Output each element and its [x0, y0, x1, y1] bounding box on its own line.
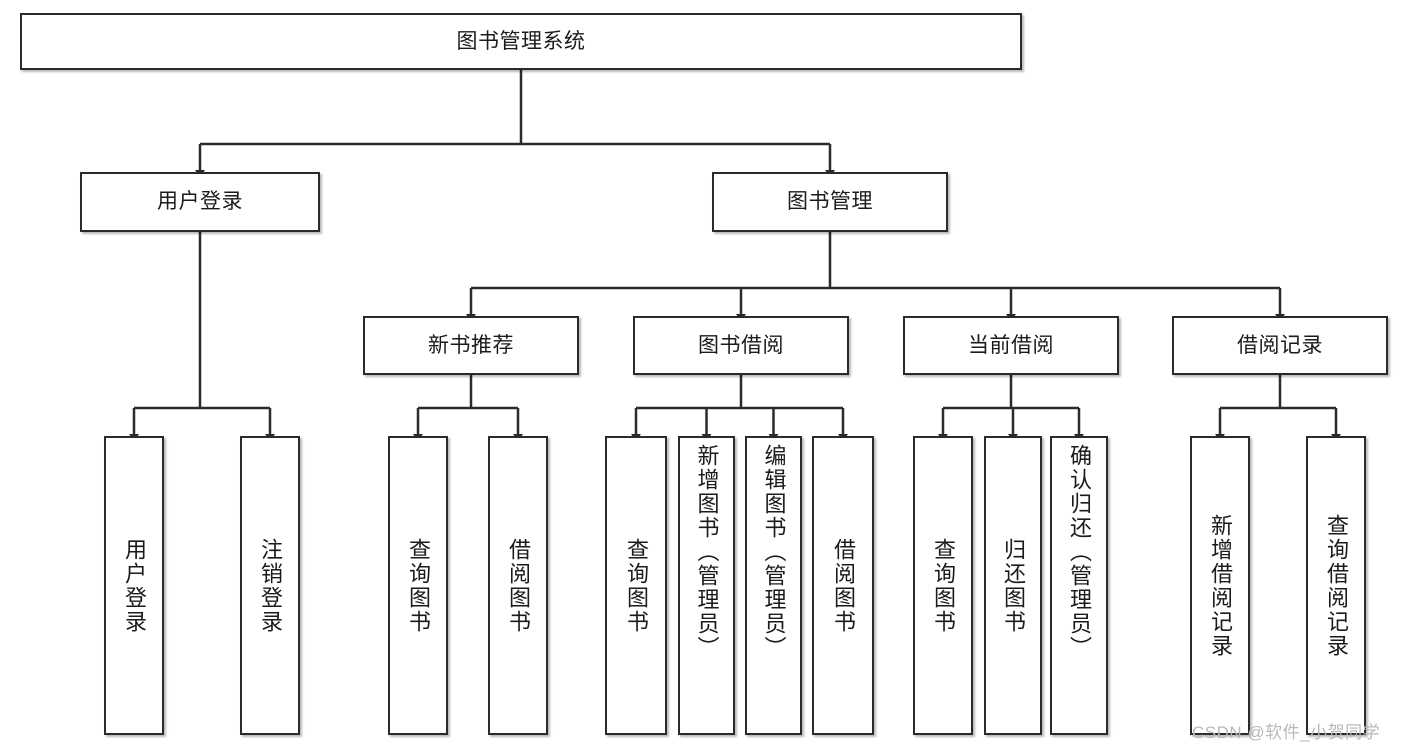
- node-root: 图书管理系统: [20, 13, 1022, 70]
- node-label: 借阅图书: [831, 537, 856, 634]
- node-label: 当前借阅: [968, 333, 1054, 357]
- node-leaf-user-login: 用户登录: [104, 436, 164, 735]
- node-leaf-query-book-c: 查询图书: [913, 436, 973, 735]
- node-label: 查询图书: [624, 537, 649, 634]
- node-current-borrow: 当前借阅: [903, 316, 1119, 375]
- node-leaf-edit-book-admin: 编辑图书（管理员）: [745, 436, 802, 735]
- node-label: 注销登录: [258, 537, 283, 634]
- node-book-borrow: 图书借阅: [633, 316, 849, 375]
- node-leaf-query-book-rec: 查询图书: [388, 436, 448, 735]
- node-label: 查询借阅记录: [1324, 513, 1349, 658]
- csdn-watermark: CSDN @软件_小贺同学: [1192, 723, 1381, 742]
- node-borrow-record: 借阅记录: [1172, 316, 1388, 375]
- node-leaf-confirm-return-admin: 确认归还（管理员）: [1050, 436, 1108, 735]
- node-label: 用户登录: [122, 537, 147, 634]
- node-leaf-add-borrow-record: 新增借阅记录: [1190, 436, 1250, 735]
- node-label: 借阅图书: [506, 537, 531, 634]
- node-label: 查询图书: [931, 537, 956, 634]
- node-label: 用户登录: [157, 190, 243, 214]
- node-label: 新增图书（管理员）: [694, 444, 720, 660]
- node-leaf-add-book-admin: 新增图书（管理员）: [678, 436, 735, 735]
- node-label: 查询图书: [406, 537, 431, 634]
- node-label: 图书借阅: [698, 333, 784, 357]
- node-leaf-logout-login: 注销登录: [240, 436, 300, 735]
- node-user-login: 用户登录: [80, 172, 320, 232]
- node-leaf-query-book-b: 查询图书: [605, 436, 667, 735]
- node-label: 图书管理: [787, 190, 873, 214]
- node-leaf-borrow-book-rec: 借阅图书: [488, 436, 548, 735]
- node-label: 借阅记录: [1237, 333, 1323, 357]
- node-label: 编辑图书（管理员）: [761, 444, 787, 660]
- node-label: 新增借阅记录: [1208, 513, 1233, 658]
- node-book-manage: 图书管理: [712, 172, 948, 232]
- node-label: 归还图书: [1001, 537, 1026, 634]
- node-leaf-query-borrow-record: 查询借阅记录: [1306, 436, 1366, 735]
- node-leaf-return-book: 归还图书: [984, 436, 1042, 735]
- node-new-book-rec: 新书推荐: [363, 316, 579, 375]
- node-label: 新书推荐: [428, 333, 514, 357]
- node-leaf-borrow-book-b: 借阅图书: [812, 436, 874, 735]
- node-label: 确认归还（管理员）: [1067, 444, 1092, 660]
- node-label: 图书管理系统: [456, 29, 586, 53]
